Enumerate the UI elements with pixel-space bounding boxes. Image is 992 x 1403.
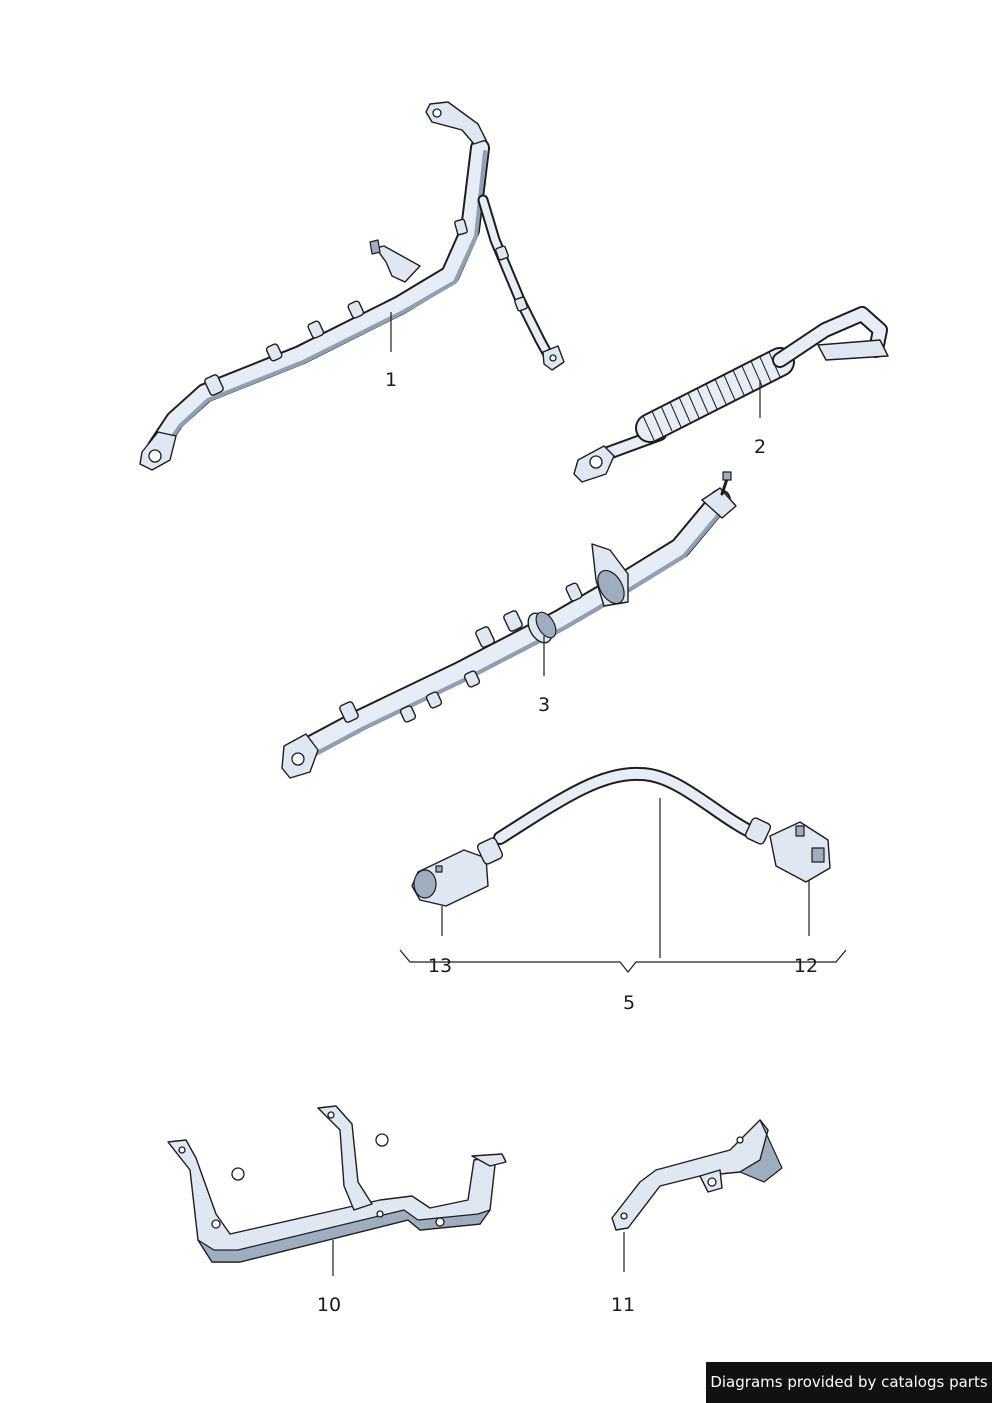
callout-12: 12 (794, 955, 818, 977)
part-1-wiring-harness (139, 101, 565, 471)
callout-5: 5 (623, 992, 635, 1014)
credit-banner: Diagrams provided by catalogs parts (706, 1362, 992, 1403)
callout-13: 13 (428, 955, 452, 977)
callout-11: 11 (611, 1294, 635, 1316)
callout-10: 10 (317, 1294, 341, 1316)
connector-12 (769, 821, 831, 883)
callout-2: 2 (754, 436, 766, 458)
part-3-wiring-harness (281, 471, 737, 779)
brace-5 (399, 949, 847, 973)
part-2-ground-cable (573, 306, 889, 483)
part-5-adapter-cable (411, 766, 831, 907)
part-10-bracket (167, 1105, 507, 1263)
part-11-bracket (611, 1119, 783, 1231)
callout-1: 1 (385, 369, 397, 391)
callout-3: 3 (538, 694, 550, 716)
